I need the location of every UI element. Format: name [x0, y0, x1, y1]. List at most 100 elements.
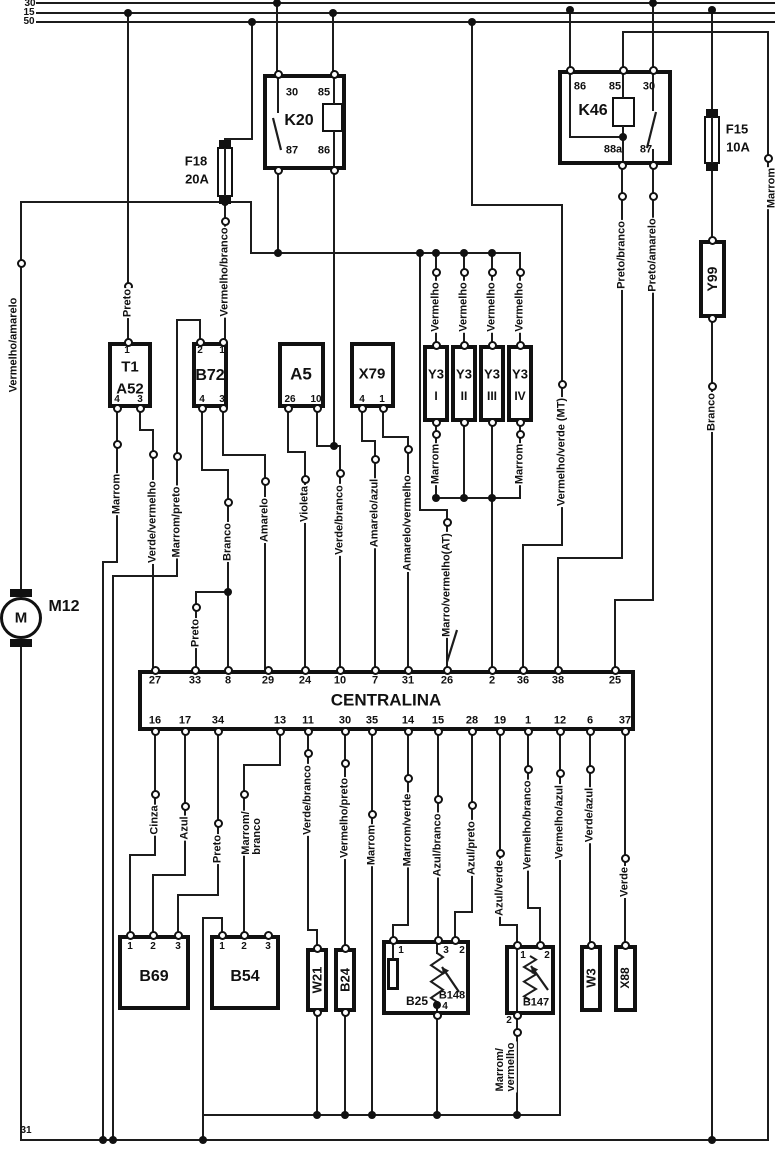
label-17: 17 — [178, 714, 192, 727]
terminal-ring — [467, 800, 477, 810]
wire-segment — [279, 730, 281, 766]
label-vermelho-branco: Vermelho/branco — [218, 226, 231, 318]
label-28: 28 — [465, 714, 479, 727]
terminal-ring — [239, 789, 249, 799]
wire-segment — [202, 917, 223, 919]
terminal-ring — [218, 337, 228, 347]
label-6: 6 — [586, 714, 594, 727]
wire-segment — [361, 440, 376, 442]
label-m12: M12 — [48, 597, 80, 615]
terminal-ring — [565, 65, 575, 75]
wire-segment — [621, 164, 623, 559]
junction-dot — [368, 1111, 376, 1119]
label-24: 24 — [298, 674, 312, 687]
junction-dot — [432, 494, 440, 502]
connector-cap — [10, 589, 32, 597]
label-36: 36 — [516, 674, 530, 687]
label-3: 3 — [219, 393, 225, 405]
wire-segment — [227, 469, 229, 671]
wire-segment — [177, 894, 179, 936]
label-f18: F18 — [184, 153, 208, 169]
wire-segment — [129, 854, 131, 936]
terminal-ring — [442, 517, 452, 527]
terminal-ring — [515, 417, 525, 427]
wire-segment — [20, 201, 252, 203]
terminal-ring — [585, 726, 595, 736]
label-vermelho-amarelo: Vermelho/amarelo — [7, 296, 20, 394]
terminal-ring — [610, 665, 620, 675]
label-vermelho-verde-mt: Vermelho/verde (MT) — [555, 396, 568, 508]
label-86: 86 — [317, 144, 331, 157]
label-preto: Preto — [189, 617, 202, 649]
label-30: 30 — [285, 86, 299, 99]
terminal-ring — [180, 801, 190, 811]
component-box — [350, 342, 395, 408]
wire-segment — [202, 917, 204, 1141]
label-1: 1 — [124, 344, 130, 356]
wire-segment — [652, 164, 654, 601]
wire-segment — [374, 440, 376, 671]
terminal-ring — [300, 474, 310, 484]
label-30: 30 — [642, 80, 656, 93]
terminal-ring — [340, 1007, 350, 1017]
terminal-ring — [518, 665, 528, 675]
terminal-ring — [495, 848, 505, 858]
wire-segment — [176, 319, 178, 577]
terminal-ring — [367, 726, 377, 736]
wire-segment — [371, 730, 373, 1116]
junction-dot — [124, 9, 132, 17]
terminal-ring — [223, 665, 233, 675]
component-box — [699, 240, 726, 318]
wire-segment — [419, 509, 448, 511]
terminal-ring — [378, 403, 388, 413]
label-vermelho-branco: Vermelho/branco — [521, 779, 534, 871]
terminal-ring — [648, 191, 658, 201]
terminal-ring — [620, 940, 630, 950]
label-vermelho: Vermelho — [485, 281, 498, 333]
label-f15: F15 — [725, 121, 749, 137]
terminal-ring — [239, 930, 249, 940]
wire-segment — [622, 126, 624, 166]
wire-segment — [561, 204, 563, 546]
label-iv: IV — [514, 388, 526, 403]
terminal-ring — [180, 726, 190, 736]
terminal-ring — [300, 665, 310, 675]
wire-segment — [287, 407, 289, 453]
wire-segment — [176, 319, 201, 321]
wire-segment — [622, 31, 624, 71]
terminal-ring — [312, 1007, 322, 1017]
terminal-ring — [335, 468, 345, 478]
junction-dot — [649, 0, 657, 7]
wire-segment — [454, 911, 473, 913]
terminal-ring — [618, 65, 628, 75]
label-w3: W3 — [583, 968, 599, 988]
wire-segment — [277, 169, 279, 254]
terminal-ring — [648, 160, 658, 170]
wire-segment — [522, 544, 524, 671]
wire-segment — [491, 421, 493, 671]
label-vermelho: Vermelho — [513, 281, 526, 333]
terminal-ring — [150, 726, 160, 736]
wire-segment — [36, 2, 775, 4]
wire-segment — [569, 69, 571, 138]
wire-segment — [419, 252, 421, 511]
terminal-ring — [217, 930, 227, 940]
label-15: 15 — [23, 6, 35, 18]
wire-segment — [652, 69, 654, 111]
label-3: 3 — [137, 393, 143, 405]
terminal-ring — [512, 1027, 522, 1037]
terminal-ring — [403, 444, 413, 454]
label-marrom: Marrom — [513, 442, 526, 486]
terminal-ring — [707, 313, 717, 323]
terminal-ring — [620, 853, 630, 863]
terminal-ring — [707, 235, 717, 245]
label-x88: X88 — [617, 967, 632, 989]
label-10: 10 — [333, 674, 347, 687]
label-1: 1 — [379, 393, 385, 405]
label-a52: A52 — [116, 380, 144, 398]
label-3: 3 — [265, 940, 271, 952]
terminal-ring — [459, 417, 469, 427]
wire-segment — [276, 2, 278, 75]
label-37: 37 — [618, 714, 632, 727]
terminal-ring — [523, 764, 533, 774]
